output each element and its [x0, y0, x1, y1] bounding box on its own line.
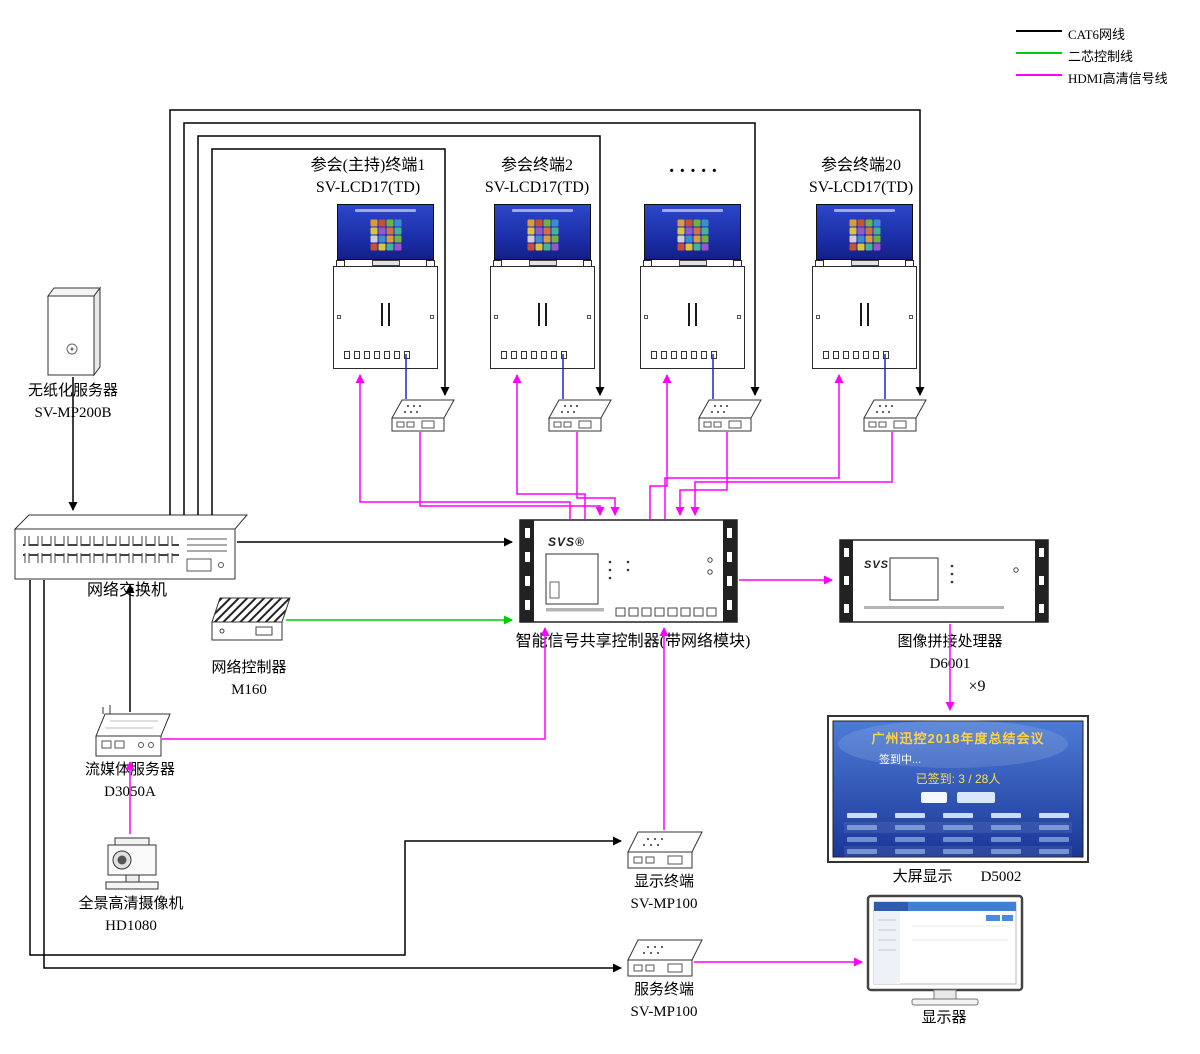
bigscreen-table	[844, 810, 1072, 857]
terminal-20-model: SV-LCD17(TD)	[808, 179, 914, 196]
legend-hdmi-label: HDMI高清信号线	[1068, 71, 1168, 86]
signal-controller-label: 智能信号共享控制器(带网络模块)	[515, 633, 751, 650]
service-terminal-model: SV-MP100	[630, 1004, 698, 1020]
terminal-screen-3	[644, 204, 741, 260]
legend-control-label: 二芯控制线	[1068, 49, 1134, 64]
splicing-processor-graphic: SVS	[839, 539, 1049, 623]
splicing-processor-model: D6001	[929, 656, 971, 672]
screen-caption-bar	[355, 209, 416, 212]
terminal-1-model: SV-LCD17(TD)	[315, 179, 421, 196]
big-screen-buttons	[833, 792, 1083, 803]
big-screen-status: 签到中...	[879, 754, 922, 766]
terminal-screen-1	[337, 204, 434, 260]
receiver-box-3	[698, 399, 762, 432]
streaming-server-label: 流媒体服务器	[84, 762, 175, 778]
network-switch-label: 网络交换机	[86, 582, 167, 599]
big-screen-button	[957, 792, 995, 803]
terminal-bracket-2	[490, 260, 595, 369]
receiver-box-4	[863, 399, 927, 432]
camera-model: HD1080	[105, 918, 157, 934]
terminal-screen-20	[816, 204, 913, 260]
big-screen-button	[921, 792, 947, 803]
signal-controller-graphic: SVS®	[519, 519, 738, 623]
multiplier-x9: ×9	[968, 678, 986, 695]
screen-app-grid	[677, 219, 708, 251]
network-controller-label: 网络控制器	[211, 660, 287, 676]
svs-logo: SVS	[864, 559, 889, 571]
terminal-ellipsis: ·····	[668, 160, 722, 182]
display-terminal-label: 显示终端	[633, 874, 694, 890]
paperless-server-label: 无纸化服务器	[27, 383, 118, 399]
terminal-1-label: 参会(主持)终端1	[310, 157, 426, 174]
terminal-20-label: 参会终端20	[820, 157, 901, 174]
terminal-2-label: 参会终端2	[500, 157, 573, 174]
monitor-graphic	[866, 894, 1024, 1006]
terminal-bracket-3	[640, 260, 745, 369]
screen-app-grid	[849, 219, 880, 251]
terminal-bracket-1	[333, 260, 438, 369]
big-screen-label: 大屏显示 D5002	[827, 869, 1087, 886]
legend-cat6-label: CAT6网线	[1068, 27, 1126, 42]
receiver-box-1	[391, 399, 455, 432]
service-terminal-label: 服务终端	[633, 982, 694, 998]
streaming-server-model: D3050A	[104, 784, 156, 800]
service-terminal-graphic	[627, 939, 703, 977]
camera-graphic	[105, 837, 159, 890]
receiver-box-2	[548, 399, 612, 432]
screen-app-grid	[527, 219, 558, 251]
monitor-label: 显示器	[921, 1010, 967, 1026]
display-terminal-graphic	[627, 831, 703, 869]
screen-app-grid	[370, 219, 401, 251]
big-screen-content: 广州迅控2018年度总结会议 签到中... 已签到: 3 / 28人	[833, 721, 1083, 857]
splicing-processor-label: 图像拼接处理器	[897, 634, 1003, 650]
display-terminal-model: SV-MP100	[630, 896, 698, 912]
camera-label: 全景高清摄像机	[78, 896, 184, 912]
streaming-server-graphic	[95, 705, 171, 757]
big-screen-name: 大屏显示	[892, 869, 953, 885]
terminal-screen-2	[494, 204, 591, 260]
paperless-server-model: SV-MP200B	[34, 405, 112, 421]
network-controller-graphic	[211, 597, 291, 641]
paperless-server-graphic	[47, 286, 101, 377]
svs-logo: SVS®	[548, 535, 585, 549]
terminal-2-model: SV-LCD17(TD)	[484, 179, 590, 196]
big-screen-model: D5002	[980, 869, 1022, 885]
big-screen-signin-count: 已签到: 3 / 28人	[915, 772, 1001, 786]
big-screen-title: 广州迅控2018年度总结会议	[871, 731, 1045, 746]
terminal-bracket-20	[812, 260, 917, 369]
network-switch-graphic	[13, 514, 249, 580]
network-controller-model: M160	[231, 682, 267, 698]
